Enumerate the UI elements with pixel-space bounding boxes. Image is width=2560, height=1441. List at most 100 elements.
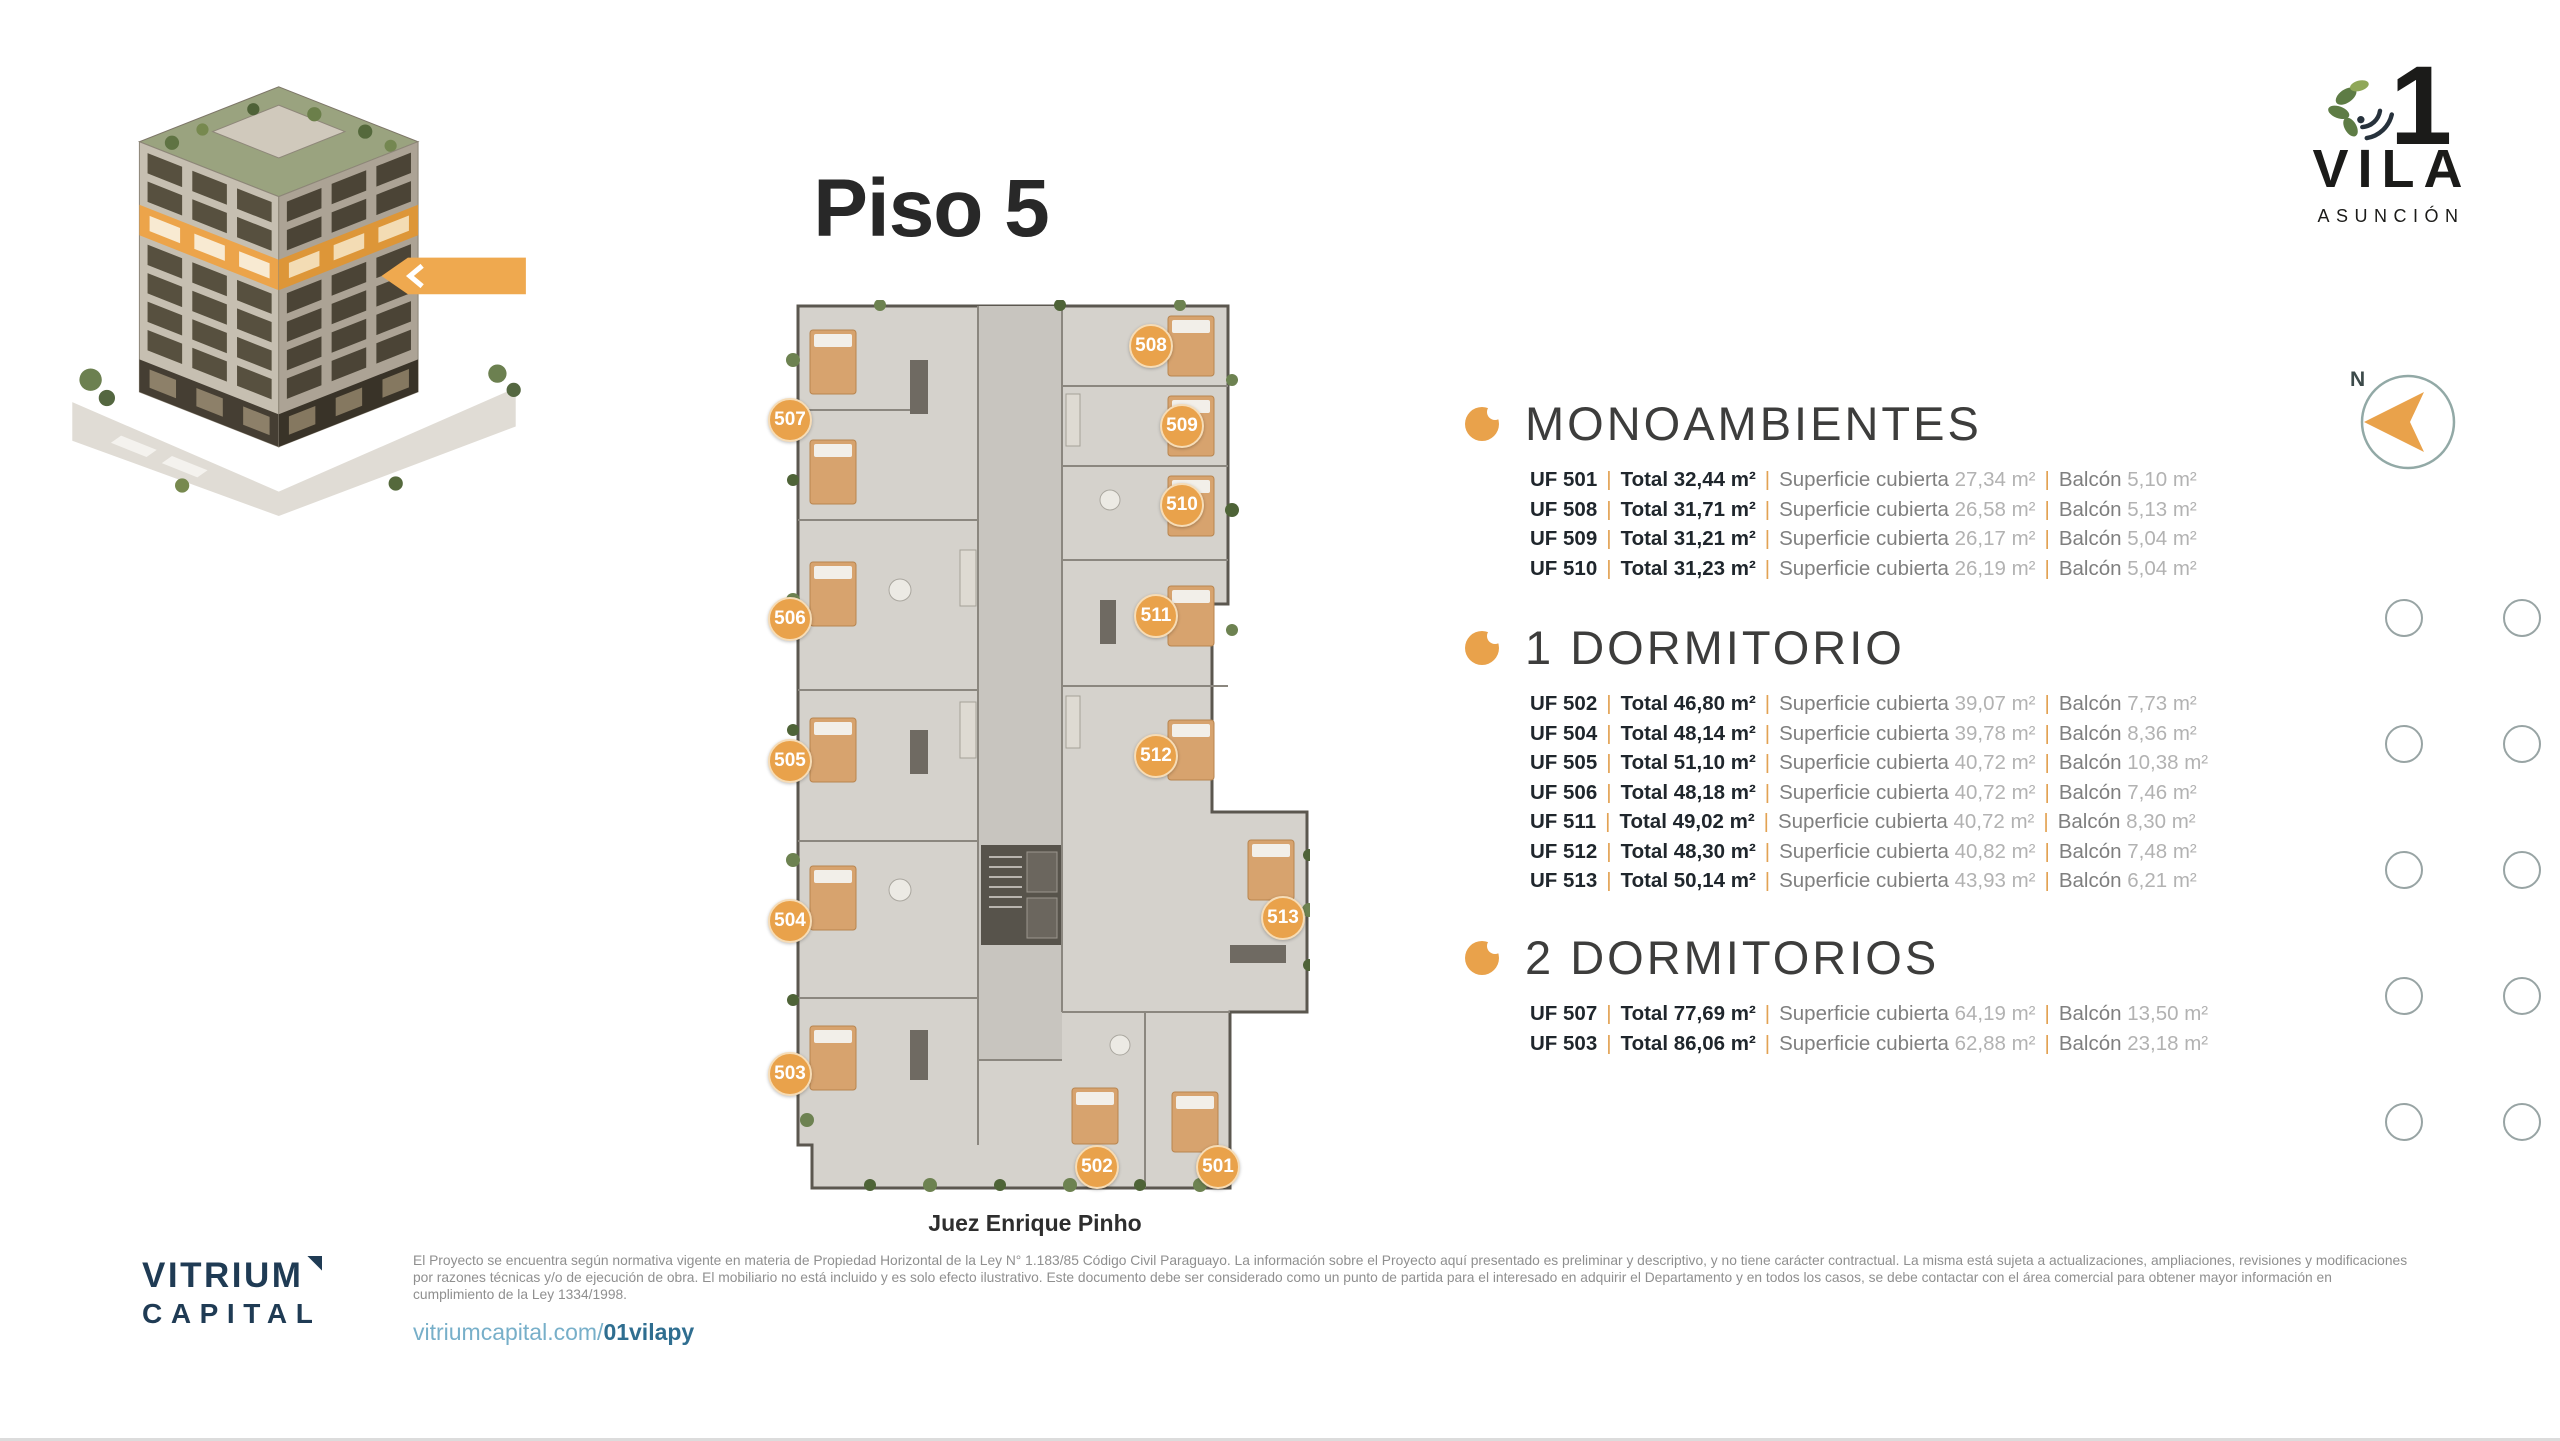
separator: | bbox=[1764, 869, 1771, 892]
covered-area-label: Superficie cubierta bbox=[1779, 839, 1949, 863]
balcony-value: 23,18 m² bbox=[2127, 1031, 2209, 1055]
section-bullet-icon bbox=[1465, 403, 1503, 441]
unit-row: UF 509|Total 31,21 m²|Superficie cubiert… bbox=[1530, 524, 2405, 554]
unit-id: UF 509 bbox=[1530, 527, 1598, 550]
covered-area-label: Superficie cubierta bbox=[1779, 497, 1949, 521]
balcony-label: Balcón bbox=[2058, 751, 2122, 774]
unit-id: UF 511 bbox=[1530, 810, 1597, 833]
unit-id: UF 503 bbox=[1530, 1031, 1598, 1055]
vitrium-capital-logo: VITRIUM CAPITAL bbox=[142, 1256, 323, 1330]
balcony-value: 7,46 m² bbox=[2127, 780, 2197, 804]
separator: | bbox=[1606, 497, 1612, 521]
balcony-label: Balcón bbox=[2058, 780, 2122, 804]
floor-indicator-dot[interactable] bbox=[2503, 977, 2541, 1015]
unit-total: Total 86,06 m² bbox=[1620, 1031, 1756, 1055]
unit-list: UF 501|Total 32,44 m²|Superficie cubiert… bbox=[1530, 465, 2405, 583]
separator: | bbox=[1606, 721, 1612, 745]
separator: | bbox=[1606, 751, 1612, 774]
separator: | bbox=[1764, 780, 1771, 804]
unit-total: Total 50,14 m² bbox=[1620, 869, 1756, 892]
covered-area-value: 40,72 m² bbox=[1954, 780, 2036, 804]
unit-badge: 506 bbox=[768, 597, 812, 641]
covered-area-label: Superficie cubierta bbox=[1779, 780, 1949, 804]
separator: | bbox=[1763, 810, 1769, 833]
unit-row: UF 511|Total 49,02 m²|Superficie cubiert… bbox=[1530, 807, 2405, 837]
balcony-value: 5,04 m² bbox=[2127, 556, 2197, 580]
floor-indicator-dot[interactable] bbox=[2385, 977, 2423, 1015]
separator: | bbox=[1606, 1031, 1612, 1055]
separator: | bbox=[1606, 780, 1612, 804]
floor-indicator-dot[interactable] bbox=[2385, 851, 2423, 889]
covered-area-value: 39,78 m² bbox=[1954, 721, 2036, 745]
balcony-value: 6,21 m² bbox=[2127, 869, 2197, 892]
floor-indicator-dot[interactable] bbox=[2385, 599, 2423, 637]
url-page[interactable]: 01vilapy bbox=[603, 1319, 695, 1345]
separator: | bbox=[2044, 1002, 2050, 1025]
capital-wordmark: CAPITAL bbox=[142, 1298, 322, 1329]
floor-indicator-dot[interactable] bbox=[2503, 851, 2541, 889]
logo-number: 1 bbox=[2389, 43, 2453, 168]
unit-list: UF 502|Total 46,80 m²|Superficie cubiert… bbox=[1530, 689, 2405, 896]
balcony-label: Balcón bbox=[2058, 721, 2122, 745]
covered-area-label: Superficie cubierta bbox=[1777, 810, 1948, 833]
balcony-label: Balcón bbox=[2058, 497, 2122, 521]
unit-total: Total 31,23 m² bbox=[1620, 556, 1756, 580]
unit-badge: 507 bbox=[768, 398, 812, 442]
separator: | bbox=[1606, 839, 1612, 863]
balcony-label: Balcón bbox=[2058, 1002, 2122, 1025]
unit-badge: 505 bbox=[768, 739, 812, 783]
separator: | bbox=[2044, 1031, 2050, 1055]
unit-badge: 503 bbox=[768, 1052, 812, 1096]
website-link[interactable]: vitriumcapital.com/01vilapy bbox=[413, 1319, 694, 1346]
url-base[interactable]: vitriumcapital.com/ bbox=[413, 1319, 604, 1345]
balcony-label: Balcón bbox=[2057, 810, 2121, 833]
flag-icon bbox=[307, 1256, 323, 1271]
legal-disclaimer: El Proyecto se encuentra según normativa… bbox=[413, 1253, 2408, 1302]
separator: | bbox=[1606, 527, 1612, 550]
unit-total: Total 32,44 m² bbox=[1620, 468, 1756, 491]
floor-indicator-dot[interactable] bbox=[2503, 1103, 2541, 1141]
separator: | bbox=[1606, 869, 1612, 892]
balcony-label: Balcón bbox=[2058, 1031, 2122, 1055]
vitrium-wordmark: VITRIUM bbox=[142, 1256, 323, 1296]
unit-row: UF 504|Total 48,14 m²|Superficie cubiert… bbox=[1530, 719, 2405, 749]
unit-badge: 510 bbox=[1160, 483, 1204, 527]
unit-id: UF 513 bbox=[1530, 869, 1598, 892]
balcony-value: 13,50 m² bbox=[2127, 1002, 2209, 1025]
separator: | bbox=[1606, 468, 1612, 491]
floor-arrow bbox=[381, 257, 526, 295]
unit-row: UF 507|Total 77,69 m²|Superficie cubiert… bbox=[1530, 999, 2405, 1029]
balcony-label: Balcón bbox=[2058, 468, 2122, 491]
unit-total: Total 77,69 m² bbox=[1620, 1002, 1756, 1025]
balcony-label: Balcón bbox=[2058, 692, 2122, 715]
floor-indicator-dot[interactable] bbox=[2503, 599, 2541, 637]
brand-logo: 1 VILA ASUNCIÓN bbox=[2288, 43, 2488, 227]
section-title: 2 DORMITORIOS bbox=[1525, 931, 1940, 984]
bottom-divider bbox=[0, 1438, 2560, 1441]
balcony-value: 5,04 m² bbox=[2127, 527, 2197, 550]
unit-id: UF 508 bbox=[1530, 497, 1598, 521]
unit-badge: 504 bbox=[768, 899, 812, 943]
covered-area-value: 40,72 m² bbox=[1954, 751, 2036, 774]
balcony-value: 10,38 m² bbox=[2127, 751, 2209, 774]
balcony-value: 7,73 m² bbox=[2127, 692, 2197, 715]
section-title: 1 DORMITORIO bbox=[1525, 621, 1905, 674]
covered-area-label: Superficie cubierta bbox=[1779, 721, 1949, 745]
separator: | bbox=[2044, 497, 2050, 521]
building-illustration bbox=[72, 86, 526, 516]
balcony-value: 8,36 m² bbox=[2127, 721, 2197, 745]
covered-area-label: Superficie cubierta bbox=[1779, 1031, 1949, 1055]
floor-indicator-dot[interactable] bbox=[2385, 1103, 2423, 1141]
floor-indicator-dot[interactable] bbox=[2503, 725, 2541, 763]
unit-row: UF 501|Total 32,44 m²|Superficie cubiert… bbox=[1530, 465, 2405, 495]
covered-area-value: 39,07 m² bbox=[1954, 692, 2036, 715]
covered-area-label: Superficie cubierta bbox=[1779, 869, 1949, 892]
separator: | bbox=[1764, 1002, 1771, 1025]
logo-city: ASUNCIÓN bbox=[2317, 205, 2465, 226]
covered-area-value: 64,19 m² bbox=[1954, 1002, 2036, 1025]
balcony-value: 5,13 m² bbox=[2127, 497, 2197, 521]
covered-area-label: Superficie cubierta bbox=[1779, 556, 1949, 580]
floor-indicator-dot[interactable] bbox=[2385, 725, 2423, 763]
separator: | bbox=[1764, 1031, 1771, 1055]
